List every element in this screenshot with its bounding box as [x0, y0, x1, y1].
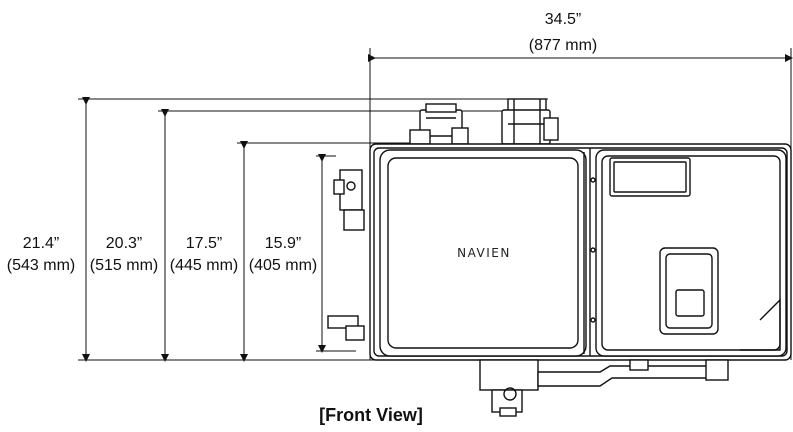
- height-dimensions: 21.4” (543 mm) 20.3” (515 mm) 17.5” (445…: [7, 97, 548, 362]
- control-panel-cover: [659, 247, 719, 335]
- width-inch-label: 34.5”: [545, 11, 581, 28]
- height-2-inch-label: 20.3”: [106, 235, 142, 252]
- height-1-mm-label: (543 mm): [7, 257, 75, 274]
- height-2-mm-label: (515 mm): [90, 257, 158, 274]
- height-3-inch-label: 17.5”: [186, 235, 222, 252]
- height-1-inch-label: 21.4”: [23, 235, 59, 252]
- height-4-mm-label: (405 mm): [249, 257, 317, 274]
- diagram-caption: [Front View]: [319, 405, 423, 425]
- unit-drawing: [327, 98, 792, 417]
- width-mm-label: (877 mm): [529, 37, 597, 54]
- left-side-fitting: [327, 169, 365, 341]
- top-fitting-right: [501, 98, 559, 145]
- right-panel-window: [609, 157, 691, 197]
- left-front-panel: [379, 149, 587, 357]
- right-panel: [595, 149, 787, 357]
- bottom-piping: [479, 359, 729, 417]
- display-screen: [675, 289, 705, 317]
- navien-logo: NAVIEN: [457, 246, 511, 260]
- height-4-inch-label: 15.9”: [265, 235, 301, 252]
- top-fitting-left: [409, 103, 469, 145]
- height-3-mm-label: (445 mm): [170, 257, 238, 274]
